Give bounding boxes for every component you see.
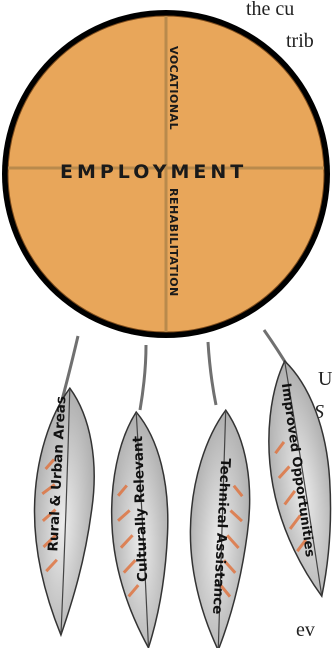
- feather-label: Culturally Relevant: [130, 435, 151, 582]
- feather-technical-assistance: Technical Assistance: [189, 408, 251, 648]
- background-text-line: U: [318, 368, 332, 390]
- background-text-line: the cu: [246, 0, 294, 20]
- background-text-line: trib: [286, 30, 314, 52]
- center-label: EMPLOYMENT: [60, 161, 247, 183]
- background-text-line: ev: [296, 619, 315, 641]
- feather-rural-urban: Rural & Urban Areas: [33, 386, 95, 638]
- feather-improved-opportunities: Improved Opportunities: [268, 359, 332, 599]
- employment-circle: [2, 10, 330, 338]
- top-label: VOCATIONAL: [167, 46, 180, 130]
- feather-culturally-relevant: Culturally Relevant: [110, 410, 169, 648]
- bottom-label: REHABILITATION: [167, 188, 180, 297]
- feather-cords: [60, 329, 292, 411]
- background-text-line: S: [314, 401, 324, 423]
